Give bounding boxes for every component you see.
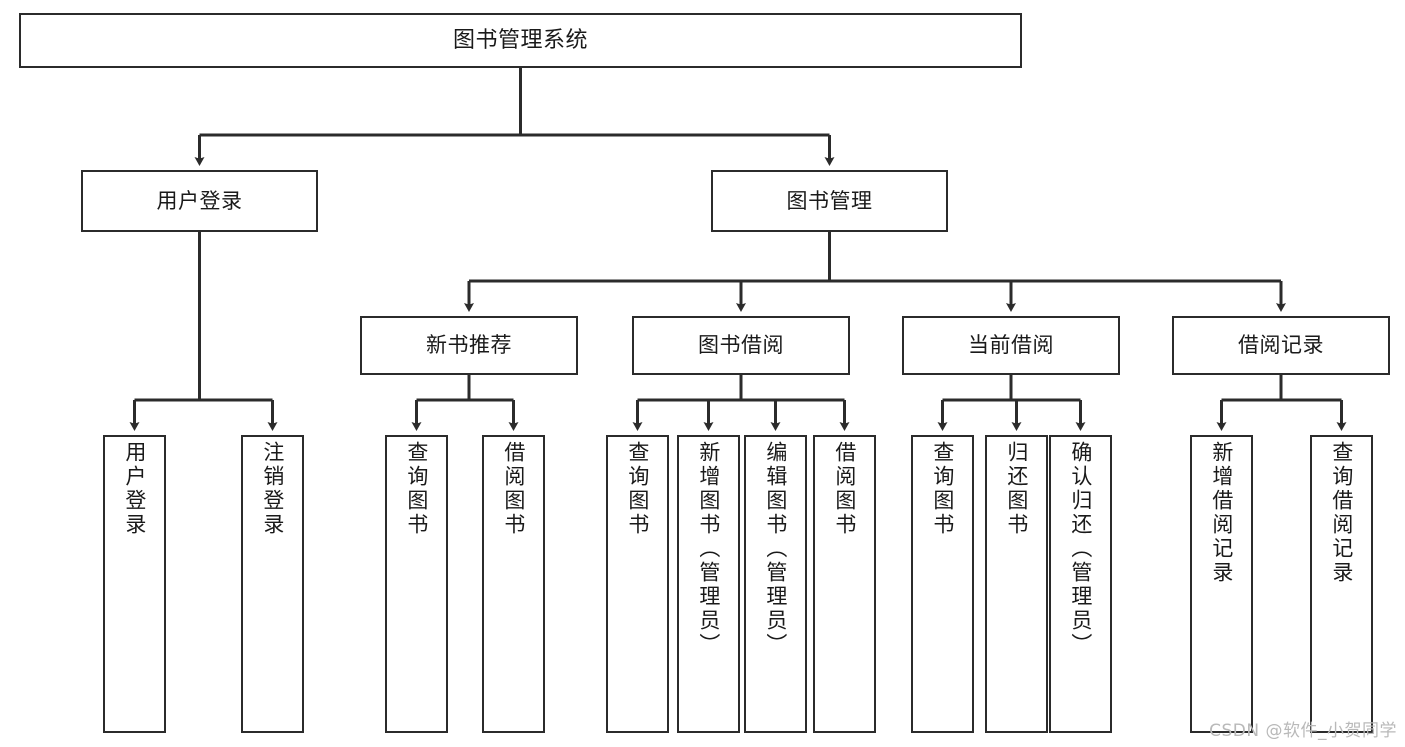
node-current-borrow[interactable]: 当前借阅 <box>902 316 1120 375</box>
node-book-manage[interactable]: 图书管理 <box>711 170 948 232</box>
node-new-book-rec-label: 新书推荐 <box>426 333 512 358</box>
leaf-query-book-current[interactable]: 查询图书 <box>911 435 974 733</box>
leaf-borrow-book-rec[interactable]: 借阅图书 <box>482 435 545 733</box>
node-user-login[interactable]: 用户登录 <box>81 170 318 232</box>
leaf-borrow-book-borrow[interactable]: 借阅图书 <box>813 435 876 733</box>
node-user-login-label: 用户登录 <box>156 188 243 213</box>
node-root[interactable]: 图书管理系统 <box>19 13 1022 68</box>
watermark: CSDN @软件_小贺同学 <box>1209 721 1397 741</box>
node-new-book-rec[interactable]: 新书推荐 <box>360 316 578 375</box>
leaf-query-book-borrow[interactable]: 查询图书 <box>606 435 669 733</box>
leaf-add-borrow-record[interactable]: 新增借阅记录 <box>1190 435 1253 733</box>
leaf-logout-label: 注销登录 <box>260 441 285 537</box>
node-borrow-record[interactable]: 借阅记录 <box>1172 316 1390 375</box>
leaf-user-login[interactable]: 用户登录 <box>103 435 166 733</box>
node-borrow-record-label: 借阅记录 <box>1238 333 1324 358</box>
leaf-confirm-return[interactable]: 确认归还（管理员） <box>1049 435 1112 733</box>
node-book-borrow-label: 图书借阅 <box>698 333 784 358</box>
leaf-add-book-label: 新增图书（管理员） <box>696 441 721 657</box>
leaf-query-book-rec-label: 查询图书 <box>404 441 429 537</box>
leaf-borrow-book-rec-label: 借阅图书 <box>501 441 526 537</box>
leaf-user-login-label: 用户登录 <box>122 441 147 537</box>
leaf-logout[interactable]: 注销登录 <box>241 435 304 733</box>
leaf-confirm-return-label: 确认归还（管理员） <box>1068 441 1093 657</box>
node-current-borrow-label: 当前借阅 <box>968 333 1054 358</box>
leaf-add-book[interactable]: 新增图书（管理员） <box>677 435 740 733</box>
leaf-edit-book-label: 编辑图书（管理员） <box>763 441 788 657</box>
leaf-query-borrow-record[interactable]: 查询借阅记录 <box>1310 435 1373 733</box>
leaf-query-book-rec[interactable]: 查询图书 <box>385 435 448 733</box>
node-root-label: 图书管理系统 <box>452 27 588 53</box>
leaf-query-book-borrow-label: 查询图书 <box>625 441 650 537</box>
leaf-return-book-label: 归还图书 <box>1004 441 1029 537</box>
leaf-return-book[interactable]: 归还图书 <box>985 435 1048 733</box>
node-book-manage-label: 图书管理 <box>786 188 873 213</box>
node-book-borrow[interactable]: 图书借阅 <box>632 316 850 375</box>
leaf-add-borrow-record-label: 新增借阅记录 <box>1209 441 1234 585</box>
leaf-borrow-book-borrow-label: 借阅图书 <box>832 441 857 537</box>
leaf-query-borrow-record-label: 查询借阅记录 <box>1329 441 1354 585</box>
leaf-edit-book[interactable]: 编辑图书（管理员） <box>744 435 807 733</box>
leaf-query-book-current-label: 查询图书 <box>930 441 955 537</box>
